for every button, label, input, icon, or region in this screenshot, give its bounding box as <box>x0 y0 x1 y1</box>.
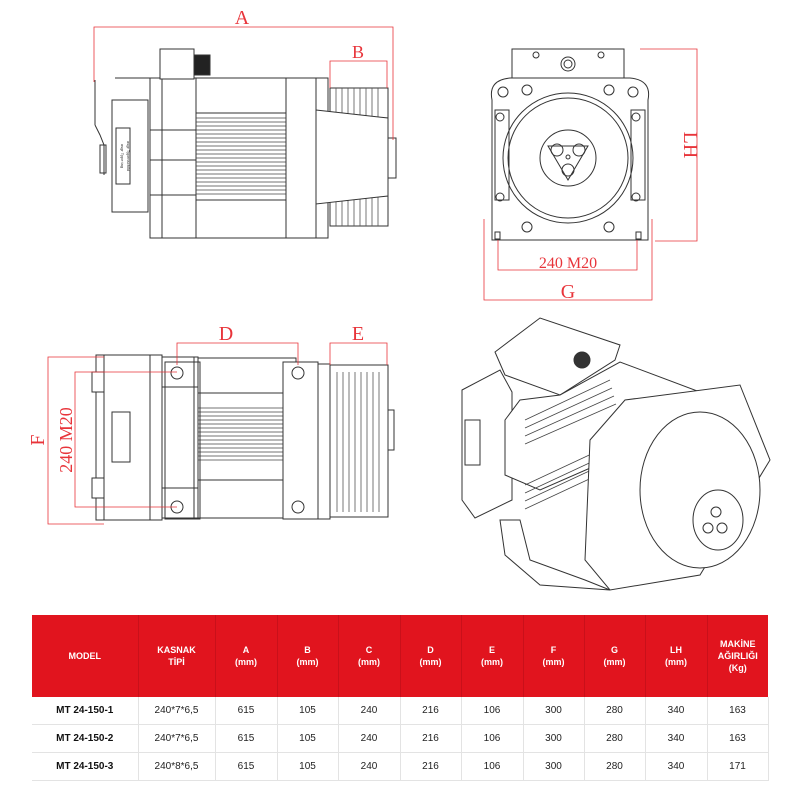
cell-a: 615 <box>215 724 278 753</box>
column-header-line: G <box>610 645 618 655</box>
column-header-line: D <box>427 645 434 655</box>
dim-label-f: F <box>27 434 49 445</box>
column-header-e: E (mm) <box>461 615 524 697</box>
cell-g: 280 <box>584 752 646 781</box>
table-header-row: MODEL KASNAK TİPİ A (mm) B (mm) C (mm) D (mm) E (mm)… <box>32 615 768 697</box>
cell-c: 240 <box>338 724 401 753</box>
column-header-line: KASNAK <box>157 645 196 655</box>
cell-b: 105 <box>277 697 339 725</box>
side-view-dimensions: A B <box>93 7 394 140</box>
cell-c: 240 <box>338 752 401 781</box>
column-header-c: C (mm) <box>338 615 401 697</box>
column-header-line: (Kg) <box>728 663 747 673</box>
front-view-dimensions <box>483 48 698 301</box>
front-view-drawing <box>490 48 650 241</box>
column-header-line: TİPİ <box>168 657 185 667</box>
column-header-b: B (mm) <box>277 615 339 697</box>
cell-a: 615 <box>215 752 278 781</box>
column-header-d: D (mm) <box>400 615 462 697</box>
cell-model: MT 24-150-3 <box>32 752 139 781</box>
nameplate-line-2: asgr Type tag <box>120 144 125 168</box>
cell-machine-weight: 163 <box>707 724 769 753</box>
nameplate: asgr Typenschild asgr Type tag <box>120 141 131 171</box>
cell-d: 216 <box>400 724 462 753</box>
column-header-line: (mm) <box>542 657 565 667</box>
cell-f: 300 <box>523 724 585 753</box>
cell-pulley-type: 240*7*6,5 <box>138 724 216 753</box>
column-header-line: C <box>365 645 373 655</box>
cell-d: 216 <box>400 697 462 725</box>
dim-label-240-m20-top: 240 M20 <box>56 407 76 473</box>
column-header-lh: LH (mm) <box>645 615 708 697</box>
cell-f: 300 <box>523 697 585 725</box>
column-header-line: A <box>242 645 250 655</box>
column-header-line: (mm) <box>665 657 687 667</box>
nameplate-line-1: asgr Typenschild <box>126 141 131 171</box>
cell-g: 280 <box>584 724 646 753</box>
column-header-f: F (mm) <box>523 615 585 697</box>
cell-a: 615 <box>215 697 278 725</box>
column-header-line: AĞIRLIĞI <box>717 651 758 661</box>
cell-g: 280 <box>584 697 646 725</box>
column-header-line: F <box>550 645 557 655</box>
dim-label-b: B <box>352 42 364 62</box>
isometric-view-drawing <box>461 317 771 591</box>
cell-model: MT 24-150-1 <box>32 697 139 725</box>
column-header-line: MAKİNE <box>720 639 756 649</box>
top-view-drawing <box>91 354 395 521</box>
cell-d: 216 <box>400 752 462 781</box>
cell-c: 240 <box>338 697 401 725</box>
side-view-drawing <box>94 48 397 239</box>
column-header-line: (mm) <box>296 657 319 667</box>
cell-b: 105 <box>277 752 339 781</box>
dim-label-240-m20-front: 240 M20 <box>539 255 597 272</box>
column-header-line: MODEL <box>68 651 102 661</box>
column-header-model: MODEL <box>32 615 139 697</box>
column-header-line: (mm) <box>358 657 380 667</box>
cell-f: 300 <box>523 752 585 781</box>
cell-e: 106 <box>461 724 524 753</box>
column-header-line: (mm) <box>235 657 257 667</box>
column-header-line: E <box>488 645 495 655</box>
dim-label-d: D <box>219 323 233 345</box>
cell-lh: 340 <box>645 724 708 753</box>
column-header-line: LH <box>670 645 682 655</box>
cell-machine-weight: 163 <box>707 697 769 725</box>
dim-label-e: E <box>352 323 364 345</box>
cell-lh: 340 <box>645 752 708 781</box>
column-header-line: (mm) <box>419 657 442 667</box>
dim-label-g: G <box>561 281 575 303</box>
column-header-a: A (mm) <box>215 615 278 697</box>
column-header-line: (mm) <box>481 657 503 667</box>
top-view-dimensions <box>47 342 388 525</box>
cell-machine-weight: 171 <box>707 752 769 781</box>
cell-model: MT 24-150-2 <box>32 724 139 753</box>
cell-pulley-type: 240*8*6,5 <box>138 752 216 781</box>
column-header-line: B <box>304 645 311 655</box>
dim-label-lh: LH <box>679 132 701 159</box>
cell-e: 106 <box>461 697 524 725</box>
cell-b: 105 <box>277 724 339 753</box>
column-header-pulley-type: KASNAK TİPİ <box>138 615 216 697</box>
dim-label-a: A <box>235 7 250 29</box>
column-header-g: G (mm) <box>584 615 646 697</box>
cell-pulley-type: 240*7*6,5 <box>138 697 216 725</box>
specifications-table: MODEL KASNAK TİPİ A (mm) B (mm) C (mm) D (mm) E (mm)… <box>32 615 769 781</box>
column-header-line: (mm) <box>603 657 626 667</box>
technical-drawing: A B LH 240 M20 G <box>27 7 771 591</box>
column-header-machine-weight: MAKİNE AĞIRLIĞI (Kg) <box>707 615 768 697</box>
cell-e: 106 <box>461 752 524 781</box>
cell-lh: 340 <box>645 697 708 725</box>
